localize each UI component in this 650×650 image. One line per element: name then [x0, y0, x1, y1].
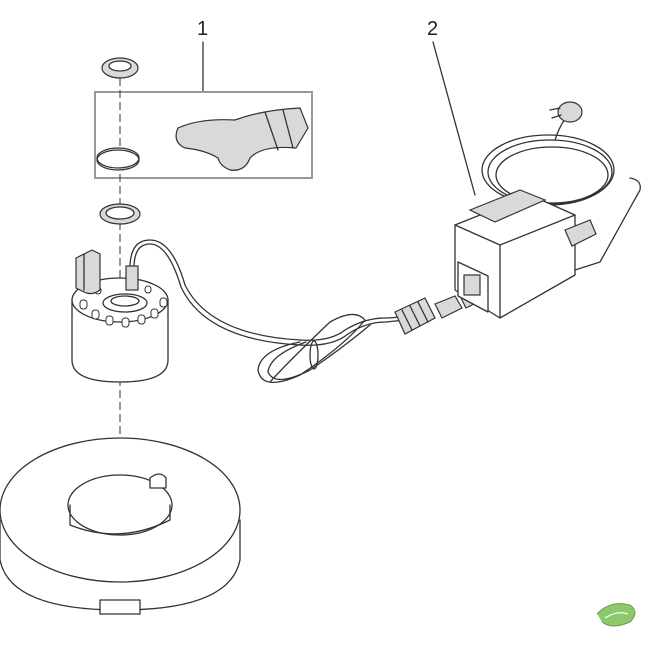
cable-coil [257, 313, 371, 383]
transformer [454, 177, 641, 319]
mains-plug [549, 101, 583, 123]
leader-line-2 [432, 41, 476, 196]
accessory-kit-frame [94, 91, 313, 179]
callout-label-1: 1 [197, 18, 209, 40]
retaining-ring [101, 57, 139, 79]
mains-cable-coil [481, 117, 615, 206]
leaf-icon [596, 603, 636, 627]
power-cable [129, 239, 406, 341]
callout-label-2: 2 [427, 18, 439, 40]
nebulizer-unit [71, 249, 169, 383]
membrane-disc [96, 147, 140, 171]
cleaning-tool [175, 107, 309, 171]
o-ring [99, 203, 141, 225]
floating-ring [0, 437, 241, 615]
